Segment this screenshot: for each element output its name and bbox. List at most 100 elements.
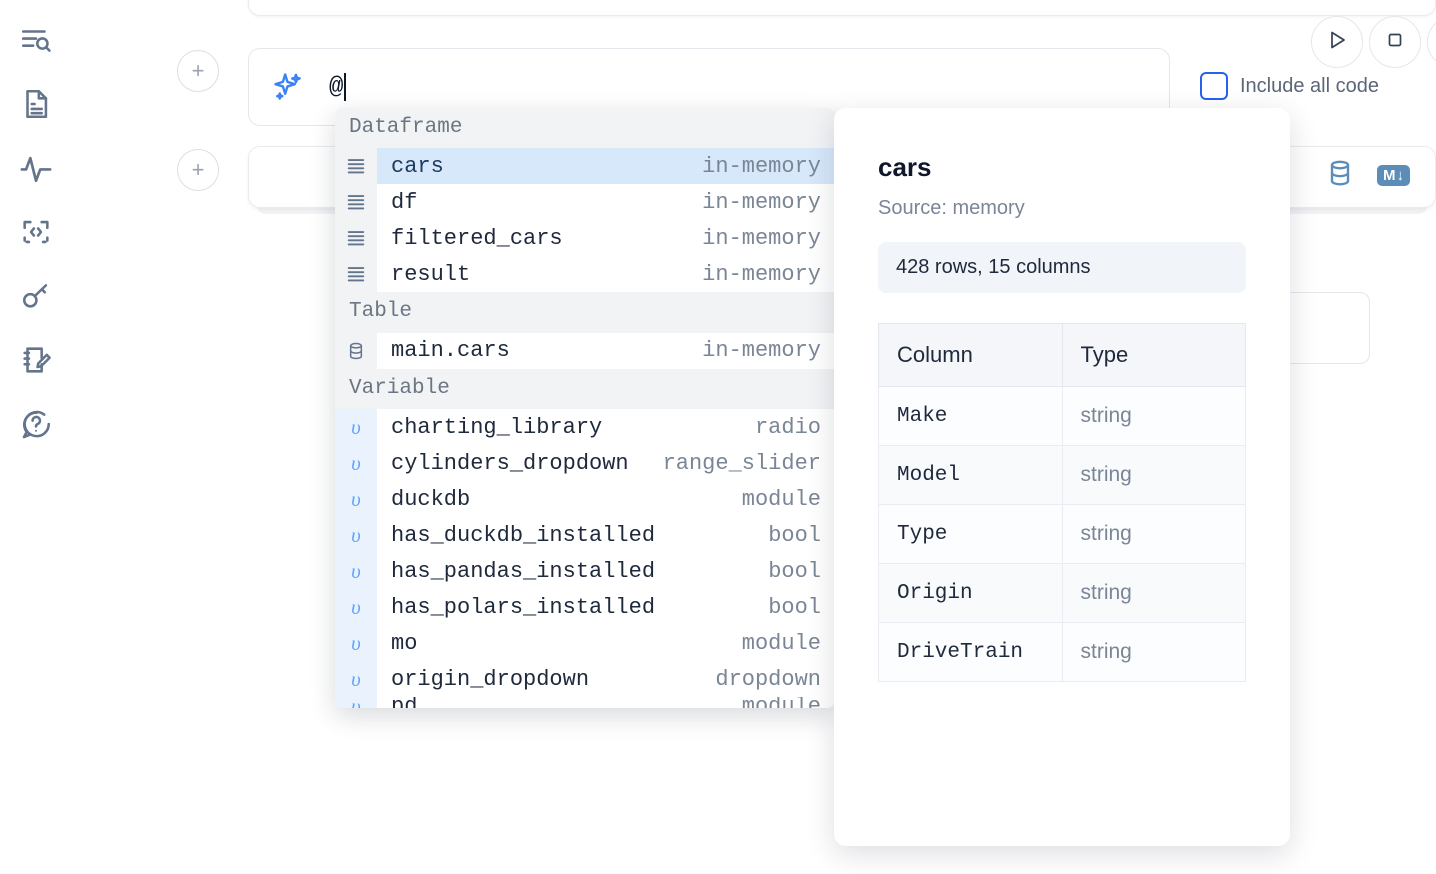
table-rows-icon xyxy=(335,184,377,221)
add-cell-button-bottom[interactable]: + xyxy=(177,149,219,191)
document-icon xyxy=(19,87,53,121)
detail-column-type: string xyxy=(1061,504,1246,564)
variable-icon: υ xyxy=(335,553,377,590)
detail-column-type: string xyxy=(1061,622,1246,682)
detail-header-type: Type xyxy=(1061,323,1246,387)
autocomplete-item[interactable]: result in-memory xyxy=(335,256,835,293)
database-icon[interactable] xyxy=(1325,158,1355,193)
sidebar-item-documentation[interactable] xyxy=(14,82,58,126)
autocomplete-item-name: mo xyxy=(391,630,418,656)
sidebar-rail xyxy=(0,0,72,874)
variable-icon: υ xyxy=(335,661,377,698)
markdown-badge-arrow: ↓ xyxy=(1396,167,1405,184)
sidebar-item-secrets[interactable] xyxy=(14,274,58,318)
table-rows-icon xyxy=(335,148,377,185)
stop-button[interactable] xyxy=(1369,16,1421,68)
autocomplete-item-type: in-memory xyxy=(702,189,821,215)
autocomplete-item-name: charting_library xyxy=(391,414,603,440)
autocomplete-item[interactable]: υ charting_library radio xyxy=(335,409,835,446)
variable-icon: υ xyxy=(335,445,377,482)
autocomplete-item[interactable]: df in-memory xyxy=(335,184,835,221)
autocomplete-item-type: radio xyxy=(754,414,821,440)
variable-icon: υ xyxy=(335,517,377,554)
sidebar-item-explorer-search[interactable] xyxy=(14,18,58,62)
include-all-code-checkbox[interactable] xyxy=(1200,72,1228,100)
run-button[interactable] xyxy=(1311,16,1363,68)
autocomplete-item-name: origin_dropdown xyxy=(391,666,590,692)
more-actions-button[interactable] xyxy=(1427,16,1436,68)
table-rows-icon xyxy=(335,220,377,257)
autocomplete-item-name: has_duckdb_installed xyxy=(391,522,656,548)
detail-column-name: Origin xyxy=(878,563,1063,623)
variable-icon: υ xyxy=(335,589,377,626)
autocomplete-item-name: pd xyxy=(377,697,417,708)
autocomplete-item[interactable]: υ origin_dropdown dropdown xyxy=(335,661,835,698)
add-cell-button-top[interactable]: + xyxy=(177,50,219,92)
stop-square-icon xyxy=(1383,28,1407,57)
sidebar-item-scratchpad[interactable] xyxy=(14,338,58,382)
autocomplete-item-name: cars xyxy=(391,153,444,179)
sidebar-item-activity[interactable] xyxy=(14,146,58,190)
autocomplete-item-type: dropdown xyxy=(715,666,821,692)
autocomplete-item-name: has_polars_installed xyxy=(391,594,656,620)
sparkles-icon xyxy=(271,70,305,104)
sidebar-item-snippets[interactable] xyxy=(14,210,58,254)
autocomplete-item-type: in-memory xyxy=(702,338,821,364)
variable-icon: υ xyxy=(335,697,377,708)
autocomplete-item-type: module xyxy=(742,697,835,708)
autocomplete-item[interactable]: υpd module xyxy=(335,697,835,708)
code-snippet-icon xyxy=(19,215,53,249)
detail-column-type: string xyxy=(1061,386,1246,446)
variable-icon: υ xyxy=(335,481,377,518)
autocomplete-item-name: result xyxy=(391,261,471,287)
autocomplete-item-type: in-memory xyxy=(702,225,821,251)
variable-icon: υ xyxy=(335,409,377,446)
autocomplete-item[interactable]: cars in-memory xyxy=(335,148,835,185)
autocomplete-item-type: module xyxy=(741,486,821,512)
autocomplete-section-header: Table xyxy=(335,292,835,333)
autocomplete-item-type: in-memory xyxy=(702,261,821,287)
autocomplete-item-type: in-memory xyxy=(702,153,821,179)
cell-above xyxy=(248,0,1436,16)
autocomplete-item-type: bool xyxy=(768,522,821,548)
include-all-code-row[interactable]: Include all code xyxy=(1200,72,1379,100)
plus-icon: + xyxy=(191,157,205,182)
key-icon xyxy=(19,279,53,313)
detail-column-name: DriveTrain xyxy=(878,622,1063,682)
scratchpad-icon xyxy=(19,343,53,377)
detail-column-name: Make xyxy=(878,386,1063,446)
autocomplete-item-type: bool xyxy=(768,558,821,584)
autocomplete-item-type: module xyxy=(741,630,821,656)
detail-table-header-row: Column Type xyxy=(878,323,1246,387)
detail-column-type: string xyxy=(1061,563,1246,623)
text-caret xyxy=(344,73,347,101)
autocomplete-section-header: Dataframe xyxy=(335,108,835,149)
include-all-code-label: Include all code xyxy=(1240,74,1379,97)
autocomplete-item[interactable]: υ has_duckdb_installed bool xyxy=(335,517,835,554)
sidebar-item-help[interactable] xyxy=(14,402,58,446)
detail-header-column: Column xyxy=(878,323,1063,387)
markdown-badge[interactable]: M↓ xyxy=(1377,165,1410,186)
plus-icon: + xyxy=(191,58,205,83)
cell-icon-group: M↓ xyxy=(1325,158,1410,193)
ai-prompt-value: @ xyxy=(329,73,344,101)
help-chat-icon xyxy=(19,407,53,441)
activity-icon xyxy=(19,151,53,185)
detail-source: Source: memory xyxy=(878,197,1025,219)
autocomplete-item-name: df xyxy=(391,189,418,215)
ai-prompt-input[interactable]: @ xyxy=(329,73,1147,101)
